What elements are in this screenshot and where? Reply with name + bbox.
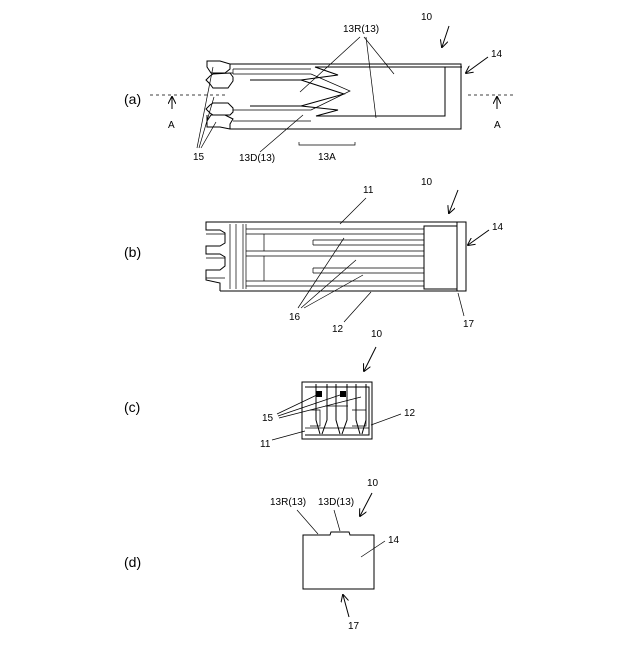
- leader-10-b: [449, 190, 458, 213]
- slots-b: [313, 240, 424, 273]
- ref-10-d: 10: [367, 478, 379, 489]
- ref-13R-d: 13R(13): [270, 497, 306, 508]
- figure-label-b: (b): [124, 244, 141, 260]
- ref-17-b: 17: [463, 319, 475, 330]
- ref-13D-d: 13D(13): [318, 497, 354, 508]
- ref-14-a: 14: [491, 49, 503, 60]
- leader-14-a: [466, 57, 488, 73]
- leader-14-b: [468, 230, 489, 245]
- section-label-left-a: A: [168, 120, 175, 131]
- leader-11-b: [340, 198, 366, 224]
- view-b: (b) 10 11 14 16 12 17: [124, 177, 504, 335]
- ref-11-b: 11: [363, 185, 374, 196]
- ref-11-c: 11: [260, 439, 271, 450]
- ref-12-c: 12: [404, 408, 416, 419]
- ref-16-b: 16: [289, 312, 301, 323]
- figure-label-d: (d): [124, 554, 141, 570]
- bracket-13A: [299, 142, 355, 145]
- figure-label-c: (c): [124, 399, 140, 415]
- leader-15-3-a: [201, 122, 216, 148]
- leader-10-a: [442, 26, 449, 47]
- end-view-outline-c: [302, 382, 372, 439]
- connector-teeth-a: [206, 73, 233, 115]
- section-label-right-a: A: [494, 120, 501, 131]
- ref-13R-a: 13R(13): [343, 24, 379, 35]
- ref-13D-a: 13D(13): [239, 153, 275, 164]
- ref-15-a: 15: [193, 152, 205, 163]
- leader-15-2-c: [278, 394, 343, 416]
- end-face-outline-d: [303, 532, 374, 589]
- leader-13R-3-a: [366, 37, 376, 118]
- connector-body-outline-a: [207, 61, 461, 129]
- ref-10-b: 10: [421, 177, 433, 188]
- figure-label-a: (a): [124, 91, 141, 107]
- inner-groove-a: [230, 69, 350, 121]
- view-d: (d) 10 13R(13) 13D(13) 14 17: [124, 478, 400, 632]
- ref-13A-a: 13A: [318, 152, 336, 163]
- leader-13D-d: [334, 510, 340, 531]
- leader-16-2-b: [301, 260, 356, 308]
- leader-11-c: [272, 431, 305, 440]
- ref-17-d: 17: [348, 621, 360, 632]
- ref-10-c: 10: [371, 329, 383, 340]
- leader-13R-d: [297, 510, 318, 534]
- view-c: (c) 10 15 12 11: [124, 329, 416, 450]
- ref-14-d: 14: [388, 535, 400, 546]
- leader-12-c: [371, 414, 401, 425]
- leader-13D-a: [260, 115, 303, 152]
- rails-b: [246, 229, 424, 286]
- leader-17-d: [343, 595, 349, 617]
- ref-10-a: 10: [421, 12, 433, 23]
- leader-12-b: [344, 292, 371, 322]
- leader-17-b: [458, 293, 464, 316]
- ref-12-b: 12: [332, 324, 344, 335]
- view-a: (a) A A 10 13R(13) 14 15 13D(13) 13A: [124, 12, 514, 164]
- leader-10-c: [364, 347, 376, 371]
- leader-14-d: [361, 541, 385, 557]
- teeth-inner-b: [206, 224, 246, 289]
- leader-10-d: [360, 493, 372, 516]
- end-block-b: [424, 222, 457, 291]
- ref-14-b: 14: [492, 222, 504, 233]
- ref-15-c: 15: [262, 413, 274, 424]
- leader-15-2-a: [199, 97, 214, 148]
